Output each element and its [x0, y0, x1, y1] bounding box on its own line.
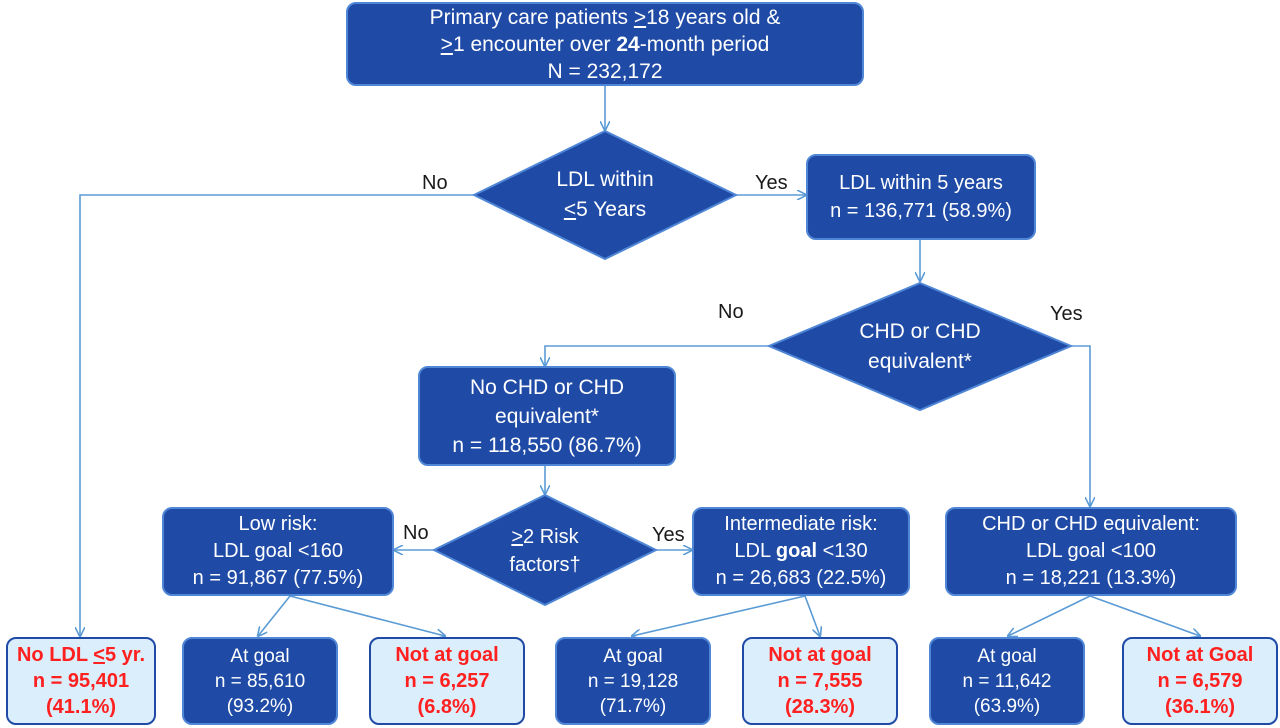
decision-ldl-text: LDL within <5 Years — [556, 168, 654, 221]
outcome-low-not-at-goal: Not at goal n = 6,257 (6.8%) — [369, 637, 525, 725]
connector-chd-to-not-goal — [1089, 595, 1200, 636]
decision-chd-text: CHD or CHD equivalent* — [859, 320, 981, 373]
chd-group-box: CHD or CHD equivalent: LDL goal <100 n =… — [945, 507, 1237, 596]
root-line-1: Primary care patients >18 years old & — [429, 5, 781, 29]
outcome-chd-not-at-goal: Not at Goal n = 6,579 (36.1%) — [1122, 637, 1278, 725]
label-ldl-no: No — [422, 172, 448, 194]
outcome-intermediate-not-at-goal: Not at goal n = 7,555 (28.3%) — [742, 637, 898, 725]
connector-chd-to-at-goal — [1008, 595, 1091, 636]
connector-chd-no — [545, 345, 770, 366]
root-population-box: Primary care patients >18 years old & >1… — [346, 2, 864, 86]
root-line-3: N = 232,172 — [547, 59, 663, 83]
label-risk-no: No — [403, 522, 429, 544]
outcome-chd-at-goal: At goal n = 11,642 (63.9%) — [929, 637, 1085, 725]
low-risk-box: Low risk: LDL goal <160 n = 91,867 (77.5… — [162, 507, 394, 596]
root-line-2: >1 encounter over 24-month period — [440, 32, 770, 56]
label-chd-yes: Yes — [1050, 303, 1083, 325]
connector-int-to-at-goal — [632, 595, 806, 636]
label-risk-yes: Yes — [652, 524, 685, 546]
no-chd-box: No CHD or CHD equivalent* n = 118,550 (8… — [418, 366, 676, 466]
decision-diamond-chd — [766, 281, 1074, 412]
connector-ldl-no — [80, 194, 475, 636]
intermediate-risk-box: Intermediate risk: LDL goal <130 n = 26,… — [692, 507, 910, 596]
outcome-low-at-goal: At goal n = 85,610 (93.2%) — [182, 637, 338, 725]
connector-low-to-at-goal — [258, 595, 291, 636]
decision-risk-text: >2 Risk factors† — [509, 526, 581, 576]
connector-int-to-not-goal — [804, 595, 820, 636]
outcome-intermediate-at-goal: At goal n = 19,128 (71.7%) — [555, 637, 711, 725]
outcome-no-ldl: No LDL <5 yr. n = 95,401 (41.1%) — [6, 637, 156, 725]
decision-diamond-risk — [431, 493, 659, 607]
label-chd-no: No — [718, 301, 744, 323]
ldl-within-5-years-box: LDL within 5 years n = 136,771 (58.9%) — [806, 154, 1036, 240]
decision-diamond-ldl — [471, 129, 739, 261]
connector-low-to-not-goal — [289, 595, 445, 636]
label-ldl-yes: Yes — [755, 172, 788, 194]
connector-chd-yes — [1070, 345, 1090, 506]
